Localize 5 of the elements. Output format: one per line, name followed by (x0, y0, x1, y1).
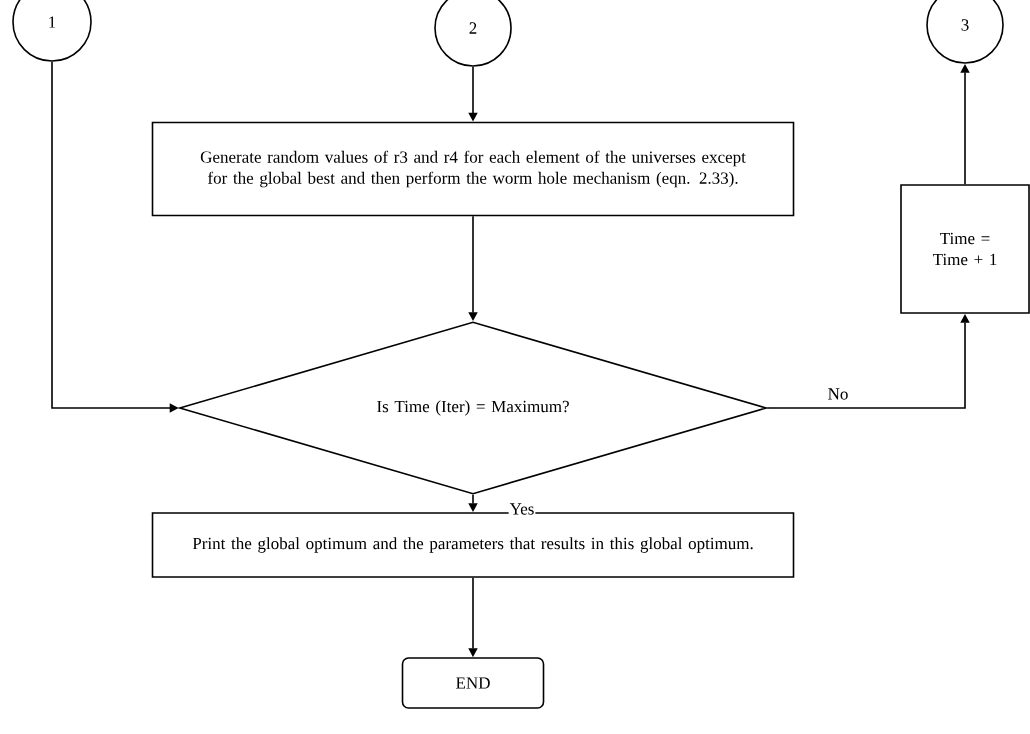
terminal-box: END (401, 657, 545, 709)
process-box: Time = Time + 1 (900, 184, 1030, 314)
process-box: Generate random values of r3 and r4 for each element of the universes except for the global best and then perform the worm hole mechanism (eqn. 2.33). (151, 121, 795, 217)
edge-label: No (826, 387, 850, 401)
edge-label: Yes (508, 502, 536, 516)
